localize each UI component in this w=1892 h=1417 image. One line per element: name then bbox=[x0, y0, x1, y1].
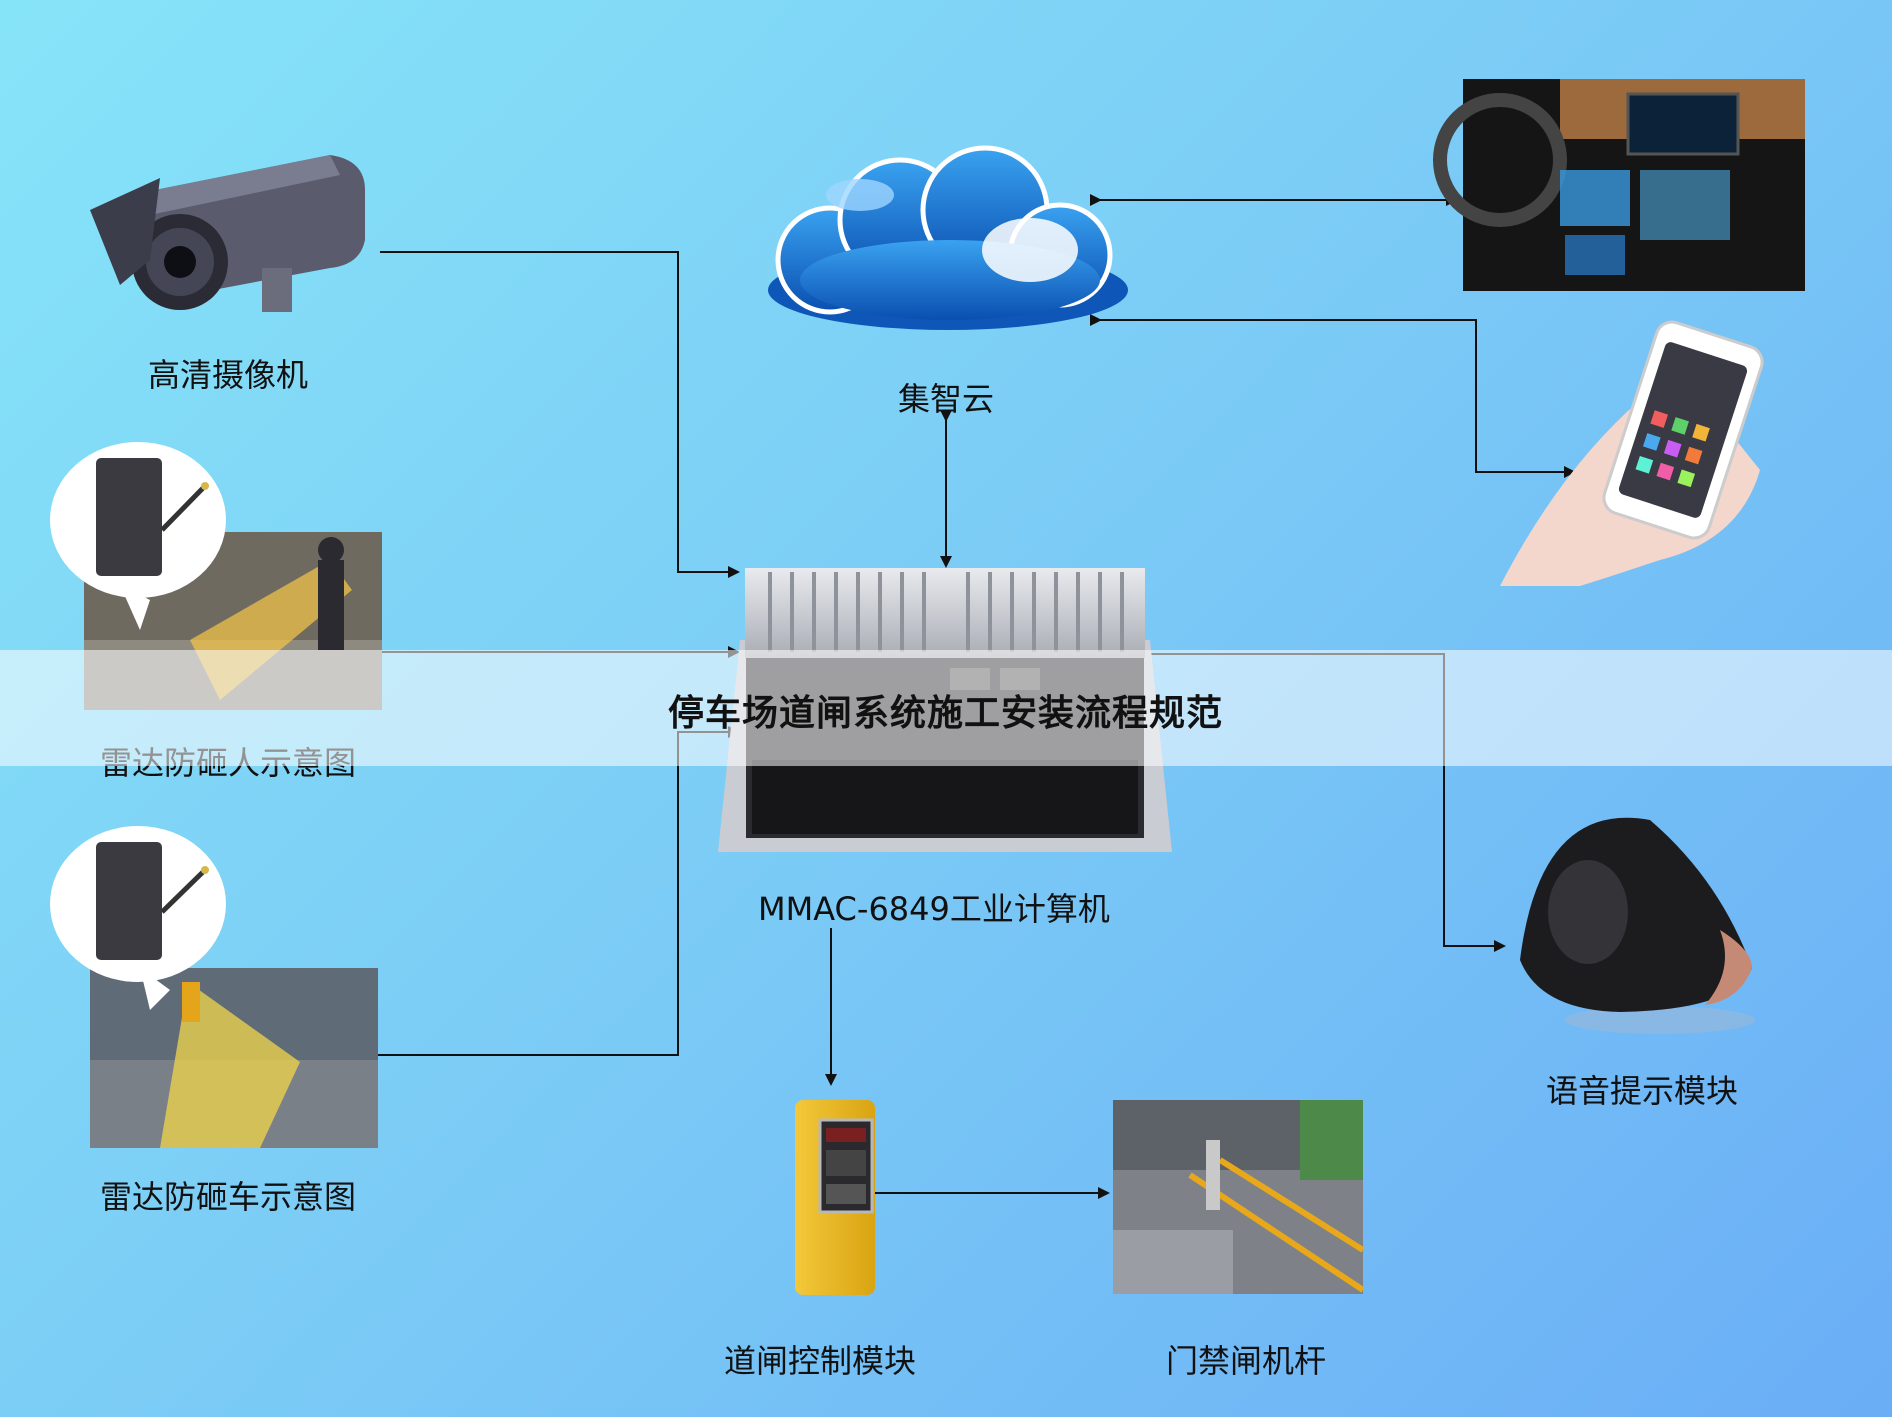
radar-car-label: 雷达防砸车示意图 bbox=[100, 1178, 357, 1216]
barrier-gate-image bbox=[1113, 1100, 1365, 1294]
camera-icon bbox=[90, 155, 365, 312]
cloud-label: 集智云 bbox=[898, 380, 995, 418]
barrier-label: 门禁闸机杆 bbox=[1166, 1342, 1327, 1380]
voice-speaker-image bbox=[1520, 817, 1755, 1034]
gate-control-label: 道闸控制模块 bbox=[724, 1342, 917, 1380]
banner-title: 停车场道闸系统施工安装流程规范 bbox=[668, 693, 1224, 734]
gate-control-image bbox=[795, 1100, 875, 1295]
camera-to-computer-line bbox=[380, 251, 740, 578]
camera-label: 高清摄像机 bbox=[148, 356, 309, 394]
computer-label: MMAC-6849工业计算机 bbox=[758, 890, 1110, 928]
car-dashboard-image bbox=[1433, 79, 1805, 291]
voice-label: 语音提示模块 bbox=[1546, 1072, 1739, 1110]
phone-in-hand-image bbox=[1500, 320, 1764, 586]
title-banner bbox=[0, 650, 1892, 766]
radar-car-to-computer-line bbox=[378, 726, 740, 1056]
cloud-phone-line bbox=[1090, 314, 1576, 478]
radar-car-image bbox=[50, 826, 378, 1148]
cloud-icon bbox=[768, 145, 1128, 330]
